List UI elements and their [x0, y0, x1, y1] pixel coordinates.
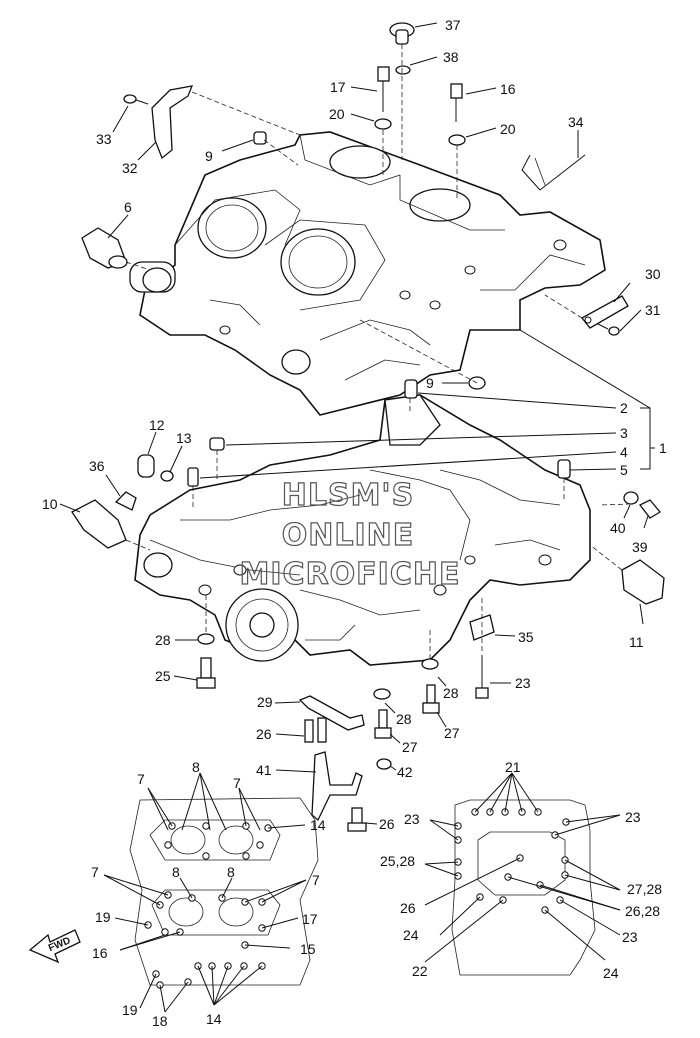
leader-lines — [59, 22, 655, 825]
callout-32: 32 — [122, 160, 138, 176]
callout-23: 23 — [404, 811, 420, 827]
callout-labels: 37 38 17 16 20 20 34 33 32 9 6 30 31 9 2… — [42, 17, 667, 1029]
callout-1: 1 — [659, 440, 667, 456]
bolt-hole — [242, 852, 250, 860]
lower-case-bolt-pattern — [451, 799, 596, 976]
callout-6: 6 — [124, 199, 132, 215]
callout-7: 7 — [233, 775, 241, 791]
callout-16: 16 — [92, 945, 108, 961]
callout-26: 26 — [256, 726, 272, 742]
callout-13: 13 — [176, 430, 192, 446]
bolt-hole — [202, 822, 210, 830]
callout-20: 20 — [500, 121, 516, 137]
callout-23: 23 — [515, 675, 531, 691]
callout-35: 35 — [518, 629, 534, 645]
callout-29: 29 — [257, 694, 273, 710]
callout-8: 8 — [172, 864, 180, 880]
callout-5: 5 — [620, 462, 628, 478]
callout-27: 27 — [402, 739, 418, 755]
callout-11: 11 — [629, 634, 644, 650]
callout-34: 34 — [568, 114, 584, 130]
watermark-line-1: HLSM'S — [282, 478, 414, 513]
bolt-holes — [144, 808, 570, 989]
callout-21: 21 — [505, 759, 521, 775]
callout-25: 25 — [155, 668, 171, 684]
callout-14: 14 — [310, 817, 326, 833]
callout-28: 28 — [396, 711, 412, 727]
bolt-hole — [256, 841, 264, 849]
callout-40: 40 — [610, 520, 626, 536]
watermark-line-2: ONLINE — [282, 518, 415, 553]
callout-24: 24 — [603, 965, 619, 981]
callout-24: 24 — [403, 927, 419, 943]
callout-28: 28 — [155, 632, 171, 648]
callout-42: 42 — [397, 764, 413, 780]
callout-9: 9 — [426, 375, 434, 391]
callout-17: 17 — [330, 79, 346, 95]
callout-7: 7 — [91, 864, 99, 880]
callout-4: 4 — [620, 444, 628, 460]
forward-arrow-icon: FWD — [28, 929, 81, 964]
callout-25-28: 25,28 — [380, 853, 415, 869]
callout-12: 12 — [149, 417, 165, 433]
callout-23: 23 — [625, 809, 641, 825]
callout-15: 15 — [300, 941, 316, 957]
callout-10: 10 — [42, 496, 58, 512]
callout-22: 22 — [412, 963, 428, 979]
callout-26: 26 — [400, 900, 416, 916]
callout-16: 16 — [500, 81, 516, 97]
callout-8: 8 — [192, 759, 200, 775]
callout-28: 28 — [443, 685, 459, 701]
callout-30: 30 — [645, 266, 661, 282]
callout-19: 19 — [122, 1002, 138, 1018]
callout-19: 19 — [95, 909, 111, 925]
callout-27: 27 — [444, 725, 460, 741]
upper-crankcase — [129, 131, 606, 416]
callout-23: 23 — [622, 929, 638, 945]
callout-2: 2 — [620, 400, 628, 416]
callout-38: 38 — [443, 49, 459, 65]
callout-39: 39 — [632, 539, 648, 555]
callout-37: 37 — [445, 17, 461, 33]
callout-31: 31 — [645, 302, 661, 318]
lower-crankcase — [134, 394, 591, 666]
callout-26: 26 — [379, 816, 395, 832]
callout-20: 20 — [329, 106, 345, 122]
watermark: HLSM'S ONLINE MICROFICHE — [239, 477, 461, 592]
callout-36: 36 — [89, 458, 105, 474]
callout-9: 9 — [205, 148, 213, 164]
pattern-leader-lines — [103, 772, 621, 1013]
callout-14: 14 — [206, 1011, 222, 1027]
callout-18: 18 — [152, 1013, 168, 1029]
callout-26-28: 26,28 — [625, 903, 660, 919]
bolt-hole — [164, 841, 172, 849]
callout-3: 3 — [620, 425, 628, 441]
callout-33: 33 — [96, 131, 112, 147]
callout-41: 41 — [256, 762, 272, 778]
bolt-hole — [202, 852, 210, 860]
callout-27-28: 27,28 — [627, 881, 662, 897]
callout-17: 17 — [302, 911, 318, 927]
callout-8: 8 — [227, 864, 235, 880]
watermark-line-3: MICROFICHE — [240, 557, 461, 592]
bolt-hole — [161, 928, 169, 936]
callout-7: 7 — [312, 872, 320, 888]
callout-7: 7 — [137, 771, 145, 787]
